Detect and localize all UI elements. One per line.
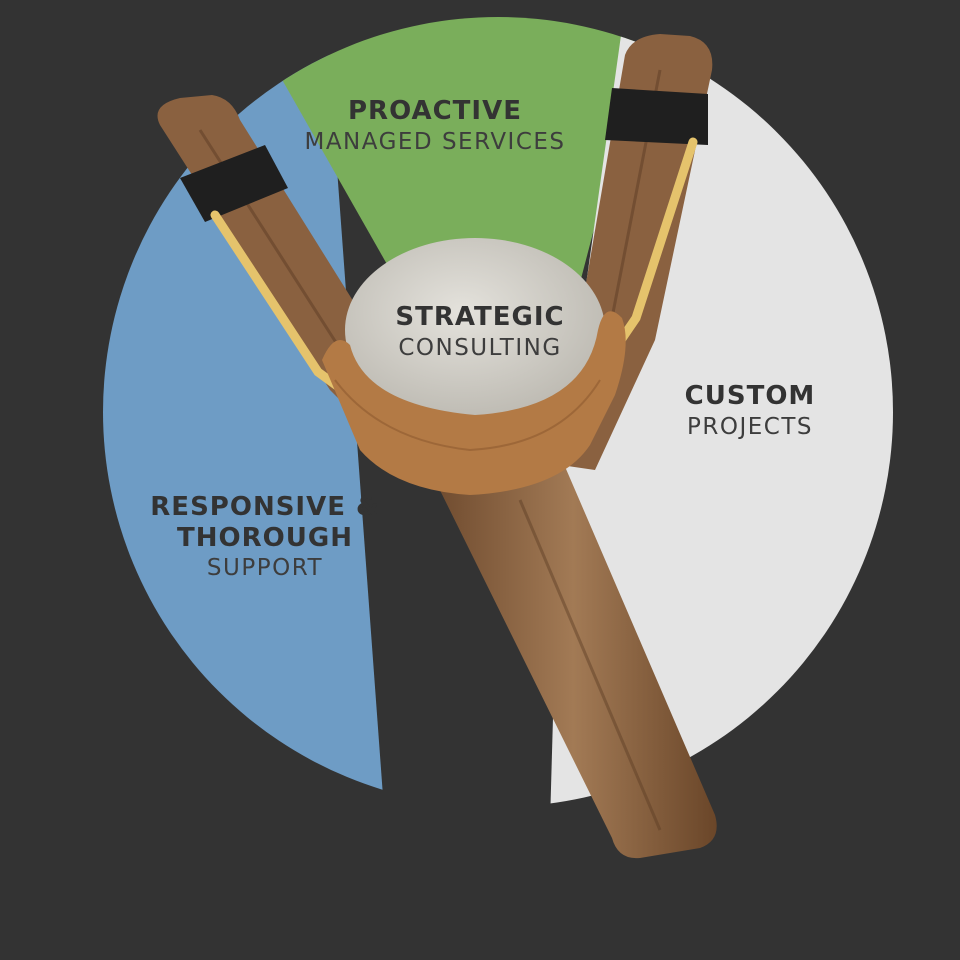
leather-pouch: [322, 311, 626, 495]
custom-subtitle: PROJECTS: [687, 413, 813, 440]
stone: [345, 238, 605, 422]
left-wrap: [180, 145, 288, 222]
label-proactive: PROACTIVE MANAGED SERVICES: [260, 96, 610, 156]
proactive-title: PROACTIVE: [348, 96, 522, 126]
custom-title: CUSTOM: [684, 381, 816, 411]
proactive-subtitle: MANAGED SERVICES: [304, 128, 566, 155]
responsive-subtitle: SUPPORT: [206, 555, 324, 582]
segment-proactive: [180, 17, 680, 340]
strategic-title: STRATEGIC: [395, 302, 565, 332]
slingshot-icon: [157, 34, 717, 859]
label-responsive: RESPONSIVE & THOROUGH SUPPORT: [120, 492, 410, 582]
label-strategic: STRATEGIC CONSULTING: [360, 302, 600, 362]
responsive-title: RESPONSIVE & THOROUGH: [150, 492, 380, 553]
segment-custom: [545, 17, 893, 807]
label-custom: CUSTOM PROJECTS: [650, 381, 850, 441]
strategic-subtitle: CONSULTING: [398, 334, 562, 361]
right-wrap: [605, 88, 708, 145]
